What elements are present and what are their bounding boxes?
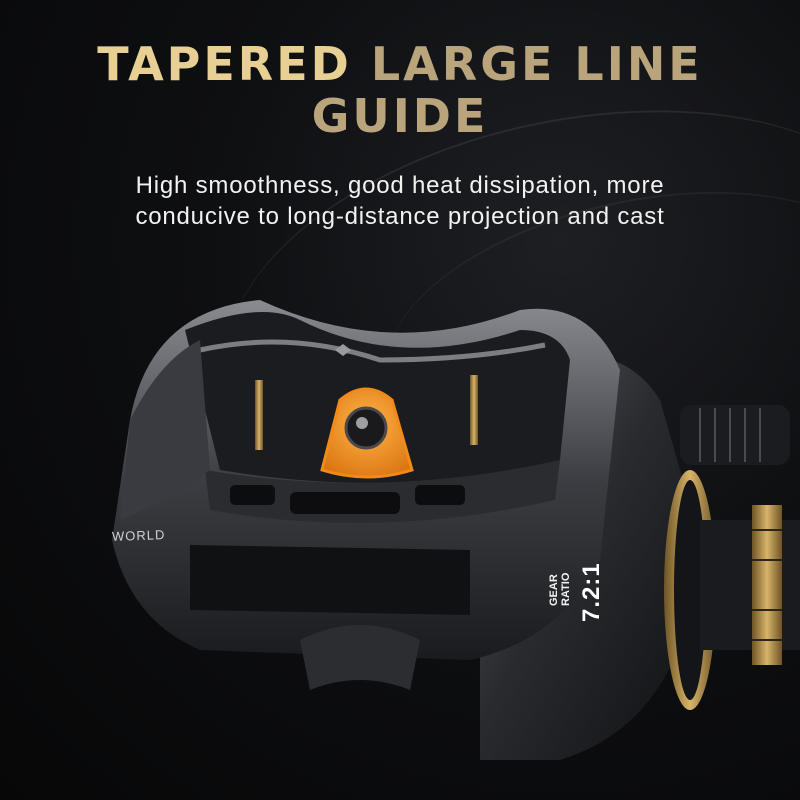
gear-label-gear: GEAR [548, 574, 560, 606]
side-brand-text: WORLD [111, 527, 166, 544]
brand-emblem-icon [335, 344, 351, 356]
vent-slot [290, 492, 400, 514]
headline-line-1-part-2: LARGE LINE [370, 37, 703, 91]
gold-frame-accent [255, 380, 263, 450]
tapered-line-guide-highlight [320, 387, 414, 479]
vent-slot [230, 485, 275, 505]
line-guide-ring [344, 406, 388, 450]
gold-frame-accent [470, 375, 478, 445]
star-drag-knob [680, 405, 790, 465]
lower-frame-opening [190, 545, 470, 615]
gold-handle-collar [752, 505, 782, 665]
vent-slot [415, 485, 465, 505]
frame-crossbar [199, 339, 546, 363]
headline-line-2: GUIDE [311, 89, 489, 143]
headline: TAPERED LARGE LINE GUIDE [0, 38, 800, 142]
feature-description-line-2: conducive to long-distance projection an… [135, 203, 665, 230]
handle-shaft [700, 520, 800, 650]
headline-line-1: TAPERED LARGE LINE [0, 38, 800, 90]
gear-label-ratio: RATIO [560, 572, 572, 606]
gear-ratio-label: GEAR RATIO [548, 573, 572, 606]
gear-ratio-value: 7.2:1 [578, 562, 605, 622]
headline-line-1-part-1: TAPERED [97, 37, 371, 91]
thumb-bar [300, 625, 420, 690]
feature-description: High smoothness, good heat dissipation, … [0, 170, 800, 232]
reel-frame [112, 300, 620, 690]
feature-description-line-1: High smoothness, good heat dissipation, … [135, 172, 665, 199]
